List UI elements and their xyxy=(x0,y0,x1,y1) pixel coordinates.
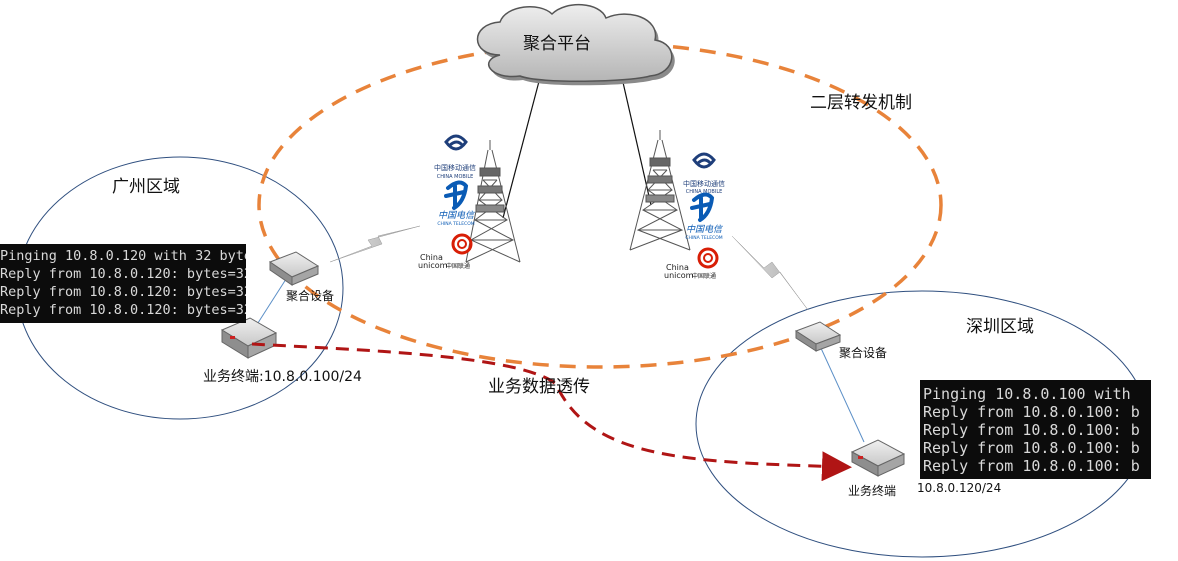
console-line: Pinging 10.8.0.120 with 32 bytes xyxy=(0,248,246,264)
china-unicom-logo-left: China unicom 中国联通 xyxy=(418,233,473,270)
mobile-cn-right: 中国移动通信 xyxy=(683,179,725,188)
telecom-en-left: CHINA TELECOM xyxy=(437,221,474,227)
guangzhou-ping-console: Pinging 10.8.0.120 with 32 bytes Reply f… xyxy=(0,244,246,323)
platform-label: 聚合平台 xyxy=(523,34,591,54)
console-line: Reply from 10.8.0.120: bytes=32 xyxy=(0,302,246,318)
unicom-cn-right: 中国联通 xyxy=(692,272,716,280)
router-icon-guangzhou xyxy=(268,251,320,286)
console-line: Reply from 10.8.0.100: b xyxy=(923,421,1140,439)
shenzhen-ping-console: Pinging 10.8.0.100 with Reply from 10.8.… xyxy=(920,380,1151,479)
china-mobile-logo-left: 中国移动通信 CHINA MOBILE xyxy=(434,134,476,180)
unicom-en1-left: China xyxy=(420,253,443,262)
unicom-en2-left: unicom xyxy=(418,261,448,270)
console-line: Reply from 10.8.0.120: bytes=32 xyxy=(0,266,246,282)
china-telecom-logo-right: 中国电信 CHINA TELECOM xyxy=(685,192,724,241)
mechanism-label: 二层转发机制 xyxy=(810,93,912,113)
china-telecom-logo-left: 中国电信 CHINA TELECOM xyxy=(437,180,476,227)
lightning-icon-right xyxy=(731,235,809,311)
terminal-icon-shenzhen xyxy=(850,439,906,477)
shenzhen-device-label: 聚合设备 xyxy=(839,346,888,360)
console-line: Reply from 10.8.0.120: bytes=32 xyxy=(0,284,246,300)
china-mobile-logo-right: 中国移动通信 CHINA MOBILE xyxy=(683,152,725,195)
transparent-transfer-label: 业务数据透传 xyxy=(488,377,590,397)
guangzhou-device-label: 聚合设备 xyxy=(286,289,335,303)
shenzhen-terminal-ip: 10.8.0.120/24 xyxy=(917,481,1002,495)
console-line: Pinging 10.8.0.100 with xyxy=(923,385,1131,403)
console-line: Reply from 10.8.0.100: b xyxy=(923,457,1140,475)
shenzhen-terminal-label: 业务终端 xyxy=(848,484,897,498)
cloud-link-right xyxy=(621,77,652,206)
tower-icon-right xyxy=(629,130,691,251)
unicom-en1-right: China xyxy=(666,263,689,272)
lightning-icon-left xyxy=(329,225,421,263)
cloud-icon xyxy=(476,3,675,86)
cloud-link-left xyxy=(502,69,543,219)
mobile-en-left: CHINA MOBILE xyxy=(437,174,474,180)
gz-link xyxy=(255,275,289,327)
shenzhen-region-label: 深圳区域 xyxy=(966,317,1034,337)
china-unicom-logo-right: China unicom 中国联通 xyxy=(664,247,719,280)
telecom-cn-right: 中国电信 xyxy=(686,224,724,235)
mobile-en-right: CHINA MOBILE xyxy=(686,189,723,195)
console-line: Reply from 10.8.0.100: b xyxy=(923,439,1140,457)
telecom-en-right: CHINA TELECOM xyxy=(685,235,722,241)
terminal-icon-guangzhou xyxy=(220,317,278,359)
mobile-cn-left: 中国移动通信 xyxy=(434,163,476,172)
business-data-path xyxy=(251,342,852,482)
telecom-cn-left: 中国电信 xyxy=(438,210,476,221)
router-icon-shenzhen xyxy=(794,321,842,352)
console-line: Reply from 10.8.0.100: b xyxy=(923,403,1140,421)
unicom-cn-left: 中国联通 xyxy=(446,262,470,270)
sz-link xyxy=(819,345,865,443)
unicom-en2-right: unicom xyxy=(664,271,694,280)
guangzhou-terminal-label: 业务终端:10.8.0.100/24 xyxy=(203,369,362,385)
guangzhou-region-label: 广州区域 xyxy=(112,177,180,197)
tower-icon-left xyxy=(465,140,521,263)
